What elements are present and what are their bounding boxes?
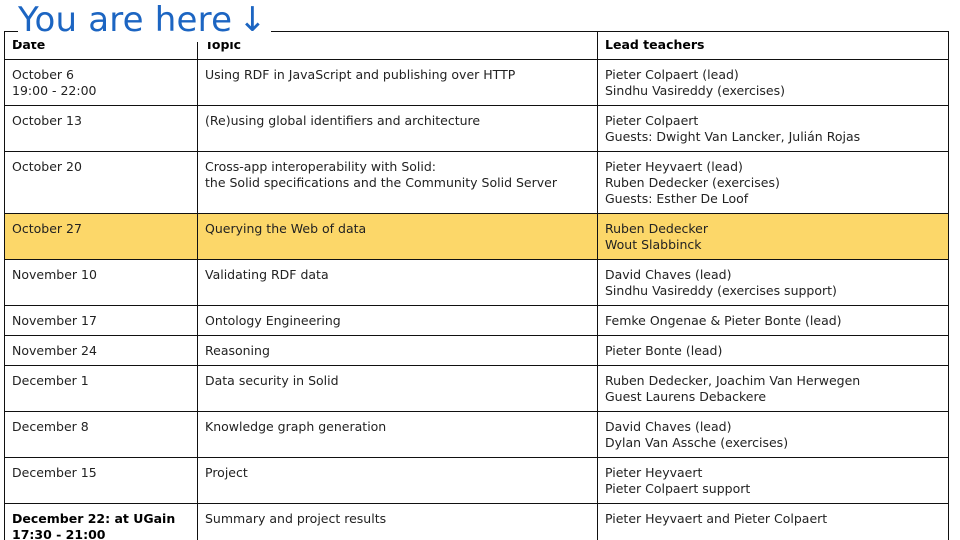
topic-cell-line: the Solid specifications and the Communi… <box>205 175 557 190</box>
date-cell-line: November 24 <box>12 343 97 358</box>
topic-cell-line: Using RDF in JavaScript and publishing o… <box>205 67 516 82</box>
lead-teachers-cell-line: Dylan Van Assche (exercises) <box>605 435 789 450</box>
table-row: November 10 Validating RDF data David Chav… <box>4 259 949 306</box>
date-cell: October 20 <box>4 151 198 214</box>
lead-teachers-cell-line: Pieter Colpaert <box>605 113 699 128</box>
date-cell-line: October 27 <box>12 221 82 236</box>
topic-cell-line: Reasoning <box>205 343 270 358</box>
header-lead-teachers: Lead teachers <box>597 31 949 60</box>
date-cell-line: December 15 <box>12 465 97 480</box>
date-cell-line: 17:30 - 21:00 <box>12 527 106 540</box>
lead-teachers-cell: Pieter Colpaert (lead)Sindhu Vasireddy (… <box>597 59 949 106</box>
date-cell-line: October 6 <box>12 67 74 82</box>
lead-teachers-cell: Pieter Bonte (lead) <box>597 335 949 366</box>
lead-teachers-cell-line: Sindhu Vasireddy (exercises support) <box>605 283 837 298</box>
lead-teachers-cell-line: Guests: Dwight Van Lancker, Julián Rojas <box>605 129 861 144</box>
lead-teachers-cell-line: Pieter Heyvaert <box>605 465 703 480</box>
topic-cell-line: Summary and project results <box>205 511 387 526</box>
you-are-here-banner: You are here↓ <box>18 0 271 42</box>
lead-teachers-cell-line: Pieter Bonte (lead) <box>605 343 723 358</box>
date-cell-line: November 17 <box>12 313 97 328</box>
lead-teachers-cell: Pieter Heyvaert and Pieter Colpaert <box>597 503 949 540</box>
table-row: December 8 Knowledge graph generation Davi… <box>4 411 949 458</box>
table-row: October 20 Cross-app interoperability wit… <box>4 151 949 214</box>
lead-teachers-cell-line: Sindhu Vasireddy (exercises) <box>605 83 785 98</box>
lead-teachers-cell-line: Guests: Esther De Loof <box>605 191 749 206</box>
lead-teachers-cell-line: Femke Ongenae & Pieter Bonte (lead) <box>605 313 842 328</box>
topic-cell: Reasoning <box>197 335 598 366</box>
topic-cell-line: Data security in Solid <box>205 373 339 388</box>
lead-teachers-cell-line: Ruben Dedecker (exercises) <box>605 175 780 190</box>
lead-teachers-cell-line: Pieter Heyvaert and Pieter Colpaert <box>605 511 828 526</box>
topic-cell: Ontology Engineering <box>197 305 598 336</box>
lead-teachers-cell-line: Ruben Dedecker, Joachim Van Herwegen <box>605 373 861 388</box>
table-row: October 13 (Re)using global identifiers a… <box>4 105 949 152</box>
topic-cell-line: Ontology Engineering <box>205 313 341 328</box>
lead-teachers-cell-line: David Chaves (lead) <box>605 267 732 282</box>
topic-cell-line: Cross-app interoperability with Solid: <box>205 159 436 174</box>
lead-teachers-cell-line: Pieter Heyvaert (lead) <box>605 159 743 174</box>
topic-cell-line: Querying the Web of data <box>205 221 367 236</box>
date-cell: November 17 <box>4 305 198 336</box>
topic-cell-line: Project <box>205 465 248 480</box>
topic-cell-line: Validating RDF data <box>205 267 329 282</box>
date-cell: November 10 <box>4 259 198 306</box>
topic-cell: Cross-app interoperability with Solid:th… <box>197 151 598 214</box>
lead-teachers-cell-line: Pieter Colpaert (lead) <box>605 67 739 82</box>
arrow-down-icon: ↓ <box>238 0 267 40</box>
topic-cell: (Re)using global identifiers and archite… <box>197 105 598 152</box>
date-cell: December 1 <box>4 365 198 412</box>
topic-cell: Validating RDF data <box>197 259 598 306</box>
table-row: November 17 Ontology Engineering Femke Ong… <box>4 305 949 336</box>
lead-teachers-cell: David Chaves (lead)Dylan Van Assche (exe… <box>597 411 949 458</box>
date-cell-line: December 1 <box>12 373 89 388</box>
date-cell-line: October 13 <box>12 113 82 128</box>
lead-teachers-cell-line: Pieter Colpaert support <box>605 481 751 496</box>
table-row: October 27 Querying the Web of data Ruben … <box>4 213 949 260</box>
lead-teachers-cell-line: Guest Laurens Debackere <box>605 389 767 404</box>
date-cell-line: 19:00 - 22:00 <box>12 83 97 98</box>
date-cell: December 8 <box>4 411 198 458</box>
date-cell: October 13 <box>4 105 198 152</box>
date-cell-line: November 10 <box>12 267 97 282</box>
lead-teachers-cell-line: Ruben Dedecker <box>605 221 709 236</box>
table-row: November 24 Reasoning Pieter Bonte (lead) <box>4 335 949 366</box>
lead-teachers-cell-line: David Chaves (lead) <box>605 419 732 434</box>
date-cell: October 27 <box>4 213 198 260</box>
topic-cell: Summary and project results <box>197 503 598 540</box>
table-row: December 1 Data security in Solid Ruben De… <box>4 365 949 412</box>
date-cell-line: December 22: at UGain <box>12 511 176 526</box>
topic-cell-line: (Re)using global identifiers and archite… <box>205 113 481 128</box>
lead-teachers-cell: Pieter Heyvaert (lead)Ruben Dedecker (ex… <box>597 151 949 214</box>
topic-cell-line: Knowledge graph generation <box>205 419 387 434</box>
topic-cell: Project <box>197 457 598 504</box>
lead-teachers-cell-line: Wout Slabbinck <box>605 237 702 252</box>
topic-cell: Querying the Web of data <box>197 213 598 260</box>
lead-teachers-cell: Femke Ongenae & Pieter Bonte (lead) <box>597 305 949 336</box>
topic-cell: Knowledge graph generation <box>197 411 598 458</box>
you-are-here-text: You are here <box>18 0 233 40</box>
topic-cell: Data security in Solid <box>197 365 598 412</box>
date-cell: November 24 <box>4 335 198 366</box>
lead-teachers-cell: David Chaves (lead)Sindhu Vasireddy (exe… <box>597 259 949 306</box>
topic-cell: Using RDF in JavaScript and publishing o… <box>197 59 598 106</box>
date-cell-line: October 20 <box>12 159 82 174</box>
date-cell: December 15 <box>4 457 198 504</box>
date-cell-line: December 8 <box>12 419 89 434</box>
